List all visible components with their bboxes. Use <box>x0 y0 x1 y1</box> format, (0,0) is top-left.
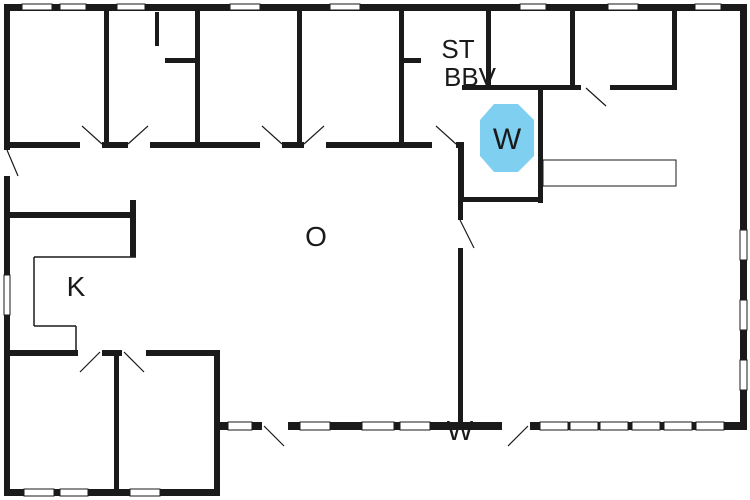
room-label-bbv: BBV <box>444 62 497 92</box>
room-label-w-bottom: W <box>447 415 474 446</box>
doors <box>3 84 608 447</box>
outer-walls <box>4 4 747 496</box>
room-label-k: K <box>67 271 86 302</box>
wc-core <box>458 85 677 428</box>
bottom-left-rooms <box>4 350 220 492</box>
windows <box>3 3 748 497</box>
top-rooms <box>4 4 677 148</box>
kitchen-area <box>4 200 136 352</box>
room-label-o: O <box>305 221 327 252</box>
wc-badge-shape <box>480 104 534 172</box>
room-label-st: ST <box>441 34 474 64</box>
wc-badge-label: W <box>493 123 522 156</box>
